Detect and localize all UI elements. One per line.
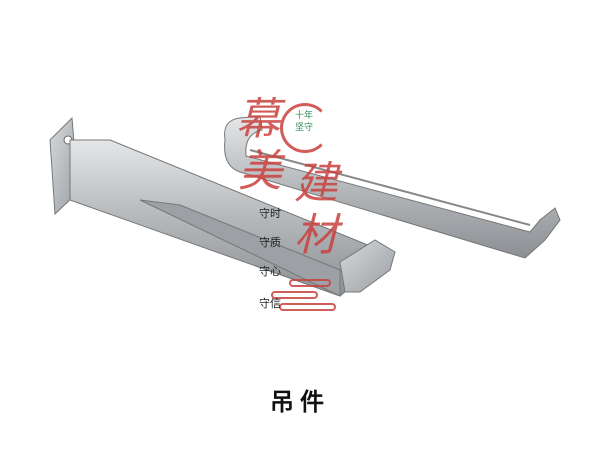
product-caption: 吊件 [270, 387, 330, 416]
brand-char-4: 材 [294, 210, 338, 261]
slogan-3: 守心 [259, 265, 281, 278]
seal-text-2: 坚守 [294, 123, 313, 133]
left-bracket [49, 116, 396, 297]
slogan-4: 守信 [259, 297, 281, 310]
slogan-1: 守时 [259, 207, 281, 220]
slogan-2: 守质 [259, 236, 281, 249]
seal-text-1: 十年 [294, 111, 313, 121]
cloud-ornament [271, 279, 336, 311]
brand-char-1: 幕 [236, 94, 280, 145]
brand-char-2: 美 [238, 146, 282, 197]
seal-watermark [280, 103, 330, 153]
brand-char-3: 建 [294, 158, 338, 209]
right-bracket [224, 115, 561, 259]
